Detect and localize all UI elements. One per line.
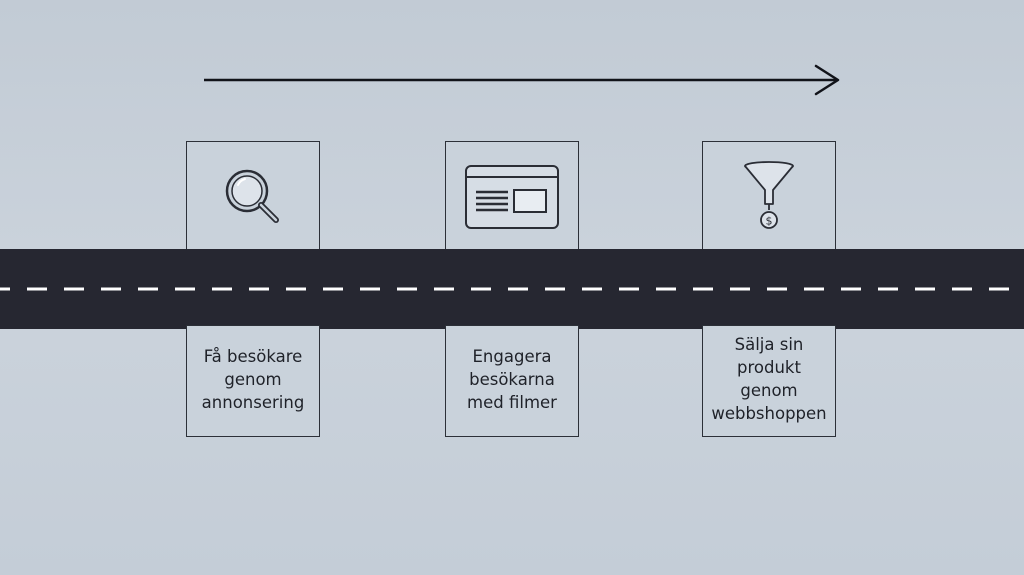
road-center-line (0, 287, 1024, 291)
step-3-icon-card: $ (702, 141, 836, 253)
progress-arrow (204, 64, 840, 96)
browser-window-icon (464, 164, 560, 230)
step-1-icon-card (186, 141, 320, 253)
step-1-label-card: Få besökare genom annonsering (186, 325, 320, 437)
step-2-label-card: Engagera besökarna med filmer (445, 325, 579, 437)
svg-text:$: $ (766, 215, 773, 228)
step-2-icon-card (445, 141, 579, 253)
road (0, 249, 1024, 329)
step-3-label: Sälja sin produkt genom webbshoppen (711, 335, 827, 423)
step-3-label-card: Sälja sin produkt genom webbshoppen (702, 325, 836, 437)
magnifier-icon (221, 165, 285, 229)
funnel-dollar-icon: $ (741, 160, 797, 234)
step-1-label: Få besökare genom annonsering (201, 346, 305, 412)
step-2-label: Engagera besökarna med filmer (467, 346, 557, 412)
